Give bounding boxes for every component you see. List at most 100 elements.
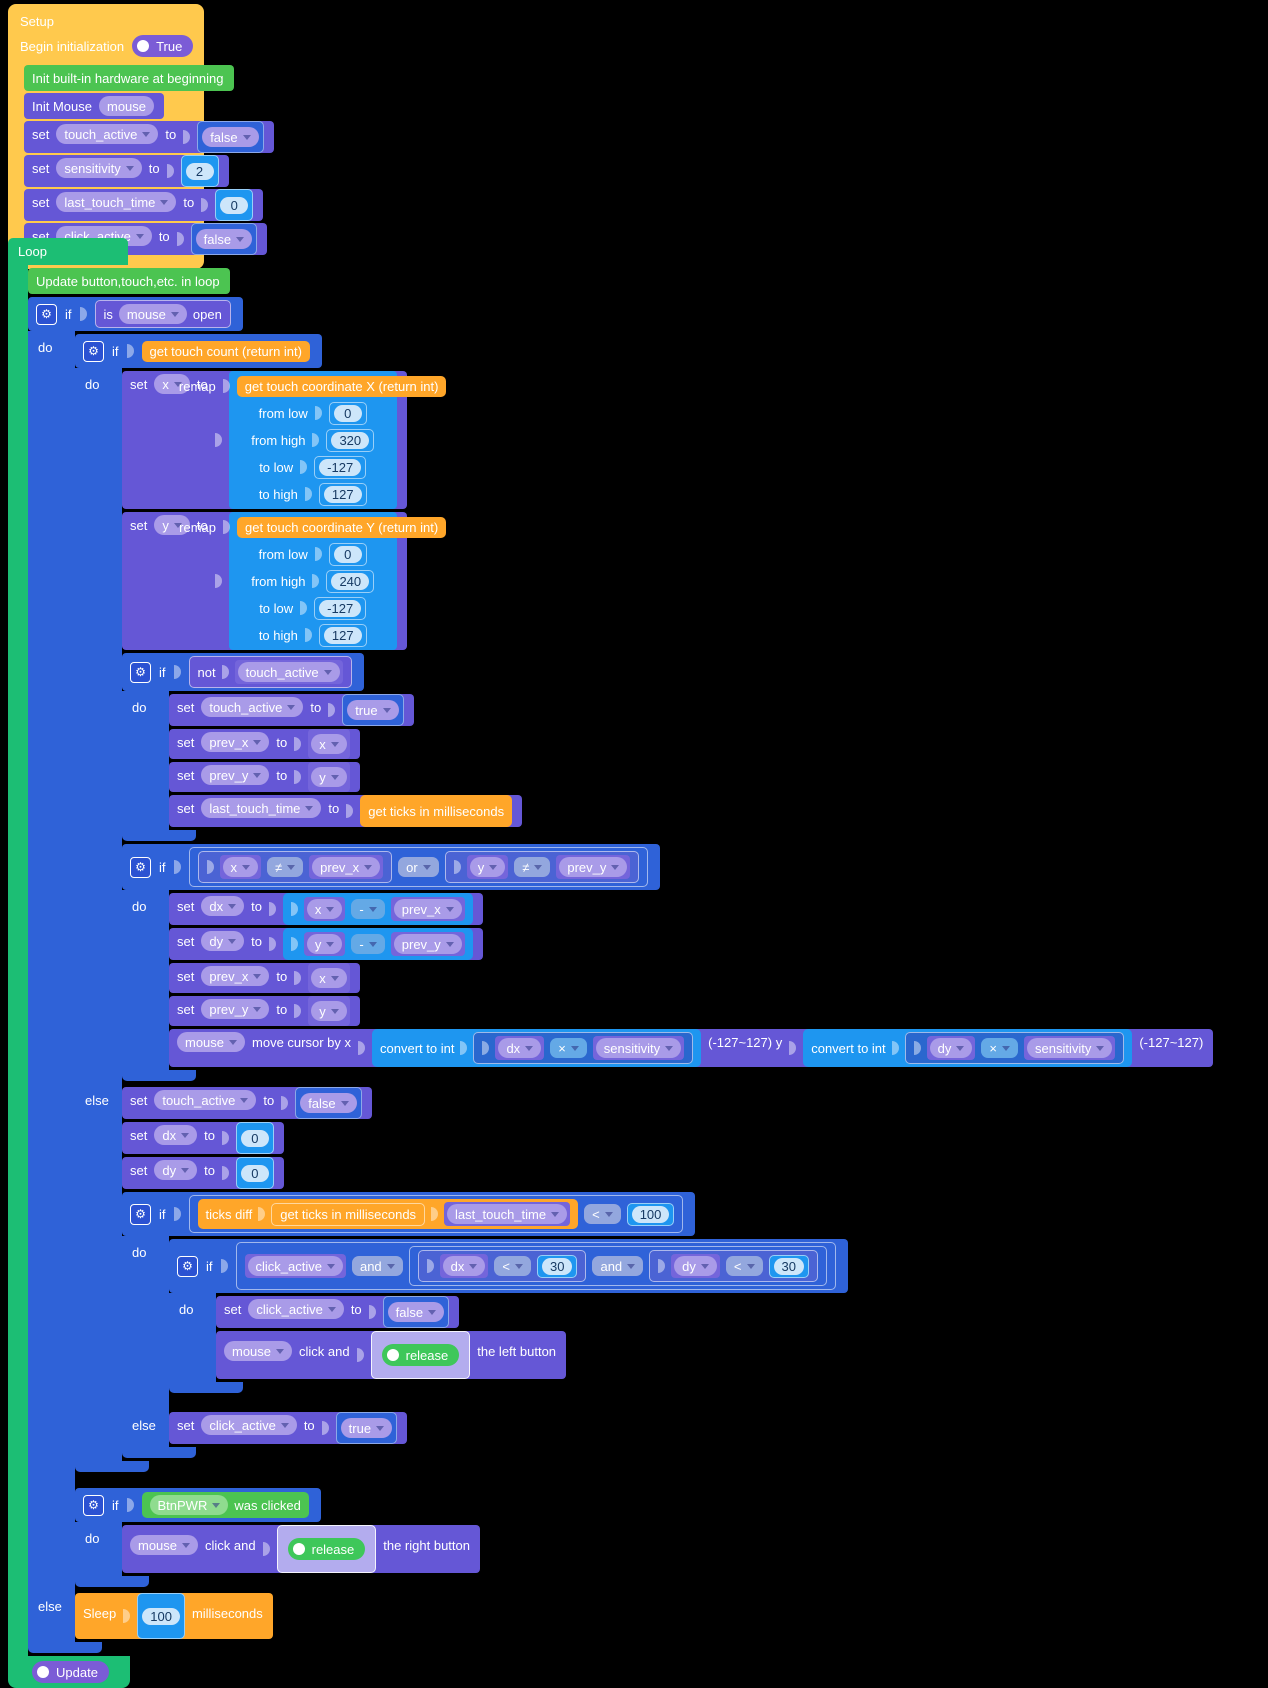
number-input[interactable]: -127 — [314, 596, 367, 620]
operator-pill[interactable]: ≠ — [514, 857, 551, 877]
dropdown-pill[interactable]: prev_y — [201, 999, 270, 1019]
variable-dropdown[interactable]: sensitivity — [56, 155, 142, 181]
dropdown-pill[interactable]: dy — [154, 1160, 198, 1180]
dropdown-pill[interactable]: mouse — [130, 1535, 199, 1555]
dropdown-pill[interactable]: mouse — [118, 304, 187, 324]
variable-dropdown[interactable]: BtnPWR — [149, 1495, 229, 1515]
variable-block[interactable]: touch_active — [234, 660, 343, 684]
operator-pill[interactable]: < — [584, 1204, 621, 1224]
dropdown-pill[interactable]: mouse — [177, 1032, 246, 1052]
operator-dropdown[interactable]: or — [398, 857, 439, 877]
dropdown-pill[interactable]: dx — [154, 1125, 198, 1145]
toggle-release[interactable]: release — [381, 1344, 460, 1366]
variable-block[interactable]: y — [303, 932, 346, 956]
dropdown-pill[interactable]: last_touch_time — [56, 192, 177, 212]
dropdown-pill[interactable]: BtnPWR — [149, 1495, 229, 1515]
dropdown-pill[interactable]: click_active — [247, 1256, 343, 1276]
variable-block[interactable]: prev_y — [556, 855, 631, 879]
number-input[interactable]: 320 — [326, 428, 375, 452]
boolean-dropdown[interactable]: false — [190, 223, 258, 255]
operator-dropdown[interactable]: < — [725, 1256, 763, 1276]
dropdown-pill[interactable]: y — [306, 934, 343, 954]
number-input[interactable]: 0 — [328, 542, 367, 566]
compare-block[interactable]: dx<30 — [417, 1250, 587, 1282]
get-ticks-block[interactable]: get ticks in milliseconds — [271, 1202, 426, 1226]
operator-dropdown[interactable]: × — [550, 1038, 587, 1058]
dropdown-pill[interactable]: x — [154, 374, 190, 394]
dropdown-pill[interactable]: sensitivity — [1026, 1038, 1113, 1058]
mouse-name-field[interactable]: mouse — [98, 93, 155, 119]
number-input[interactable]: 30 — [768, 1254, 809, 1278]
operator-pill[interactable]: × — [550, 1038, 587, 1058]
variable-dropdown[interactable]: x — [154, 371, 190, 397]
number-input[interactable]: -127 — [314, 455, 367, 479]
dropdown-pill[interactable]: dy — [201, 931, 245, 951]
dropdown-pill[interactable]: touch_active — [56, 124, 159, 144]
variable-block[interactable]: last_touch_time — [444, 1202, 571, 1226]
variable-block[interactable]: prev_x — [390, 897, 465, 921]
number-input[interactable]: 0 — [328, 401, 367, 425]
dropdown-pill[interactable]: touch_active — [154, 1090, 257, 1110]
number-input[interactable]: 127 — [318, 623, 367, 647]
dropdown-pill[interactable]: dy — [674, 1256, 717, 1276]
multiply-block[interactable]: dy× sensitivity — [904, 1032, 1125, 1064]
dropdown-pill[interactable]: mouse — [98, 96, 155, 116]
number-input[interactable]: 127 — [318, 482, 367, 506]
boolean-dropdown[interactable]: true — [335, 1412, 398, 1444]
boolean-dropdown[interactable]: true — [342, 694, 404, 726]
operator-dropdown[interactable]: - — [351, 899, 385, 919]
dropdown-pill[interactable]: last_touch_time — [447, 1204, 568, 1224]
variable-dropdown[interactable]: last_touch_time — [56, 189, 177, 215]
operator-pill[interactable]: - — [351, 934, 385, 954]
get-ticks-block[interactable]: get ticks in milliseconds — [360, 795, 513, 827]
operator-dropdown[interactable]: and — [592, 1256, 644, 1276]
dropdown-pill[interactable]: false — [202, 127, 259, 147]
number-input[interactable]: 0 — [235, 1122, 274, 1154]
variable-dropdown[interactable]: touch_active — [201, 694, 304, 720]
dropdown-pill[interactable]: x — [222, 857, 258, 877]
operator-dropdown[interactable]: × — [981, 1038, 1018, 1058]
mutator-gear-icon[interactable]: ⚙ — [130, 661, 151, 683]
variable-dropdown[interactable]: prev_x — [201, 963, 270, 989]
dropdown-pill[interactable]: y — [311, 767, 347, 787]
operator-dropdown[interactable]: ≠ — [514, 857, 551, 877]
dropdown-pill[interactable]: x — [306, 899, 343, 919]
number-input[interactable]: 0 — [215, 189, 254, 221]
variable-block[interactable]: dy — [926, 1036, 976, 1060]
number-input[interactable]: 30 — [537, 1254, 578, 1278]
variable-dropdown[interactable]: mouse — [177, 1029, 246, 1055]
dropdown-pill[interactable]: prev_x — [201, 966, 270, 986]
mutator-gear-icon[interactable]: ⚙ — [130, 1203, 151, 1225]
variable-dropdown[interactable]: click_active — [248, 1296, 344, 1322]
dropdown-pill[interactable]: prev_x — [393, 899, 462, 919]
operator-pill[interactable]: and — [351, 1256, 403, 1276]
operator-pill[interactable]: - — [351, 899, 385, 919]
variable-block[interactable]: sensitivity — [592, 1036, 685, 1060]
operator-dropdown[interactable]: < — [584, 1204, 621, 1224]
